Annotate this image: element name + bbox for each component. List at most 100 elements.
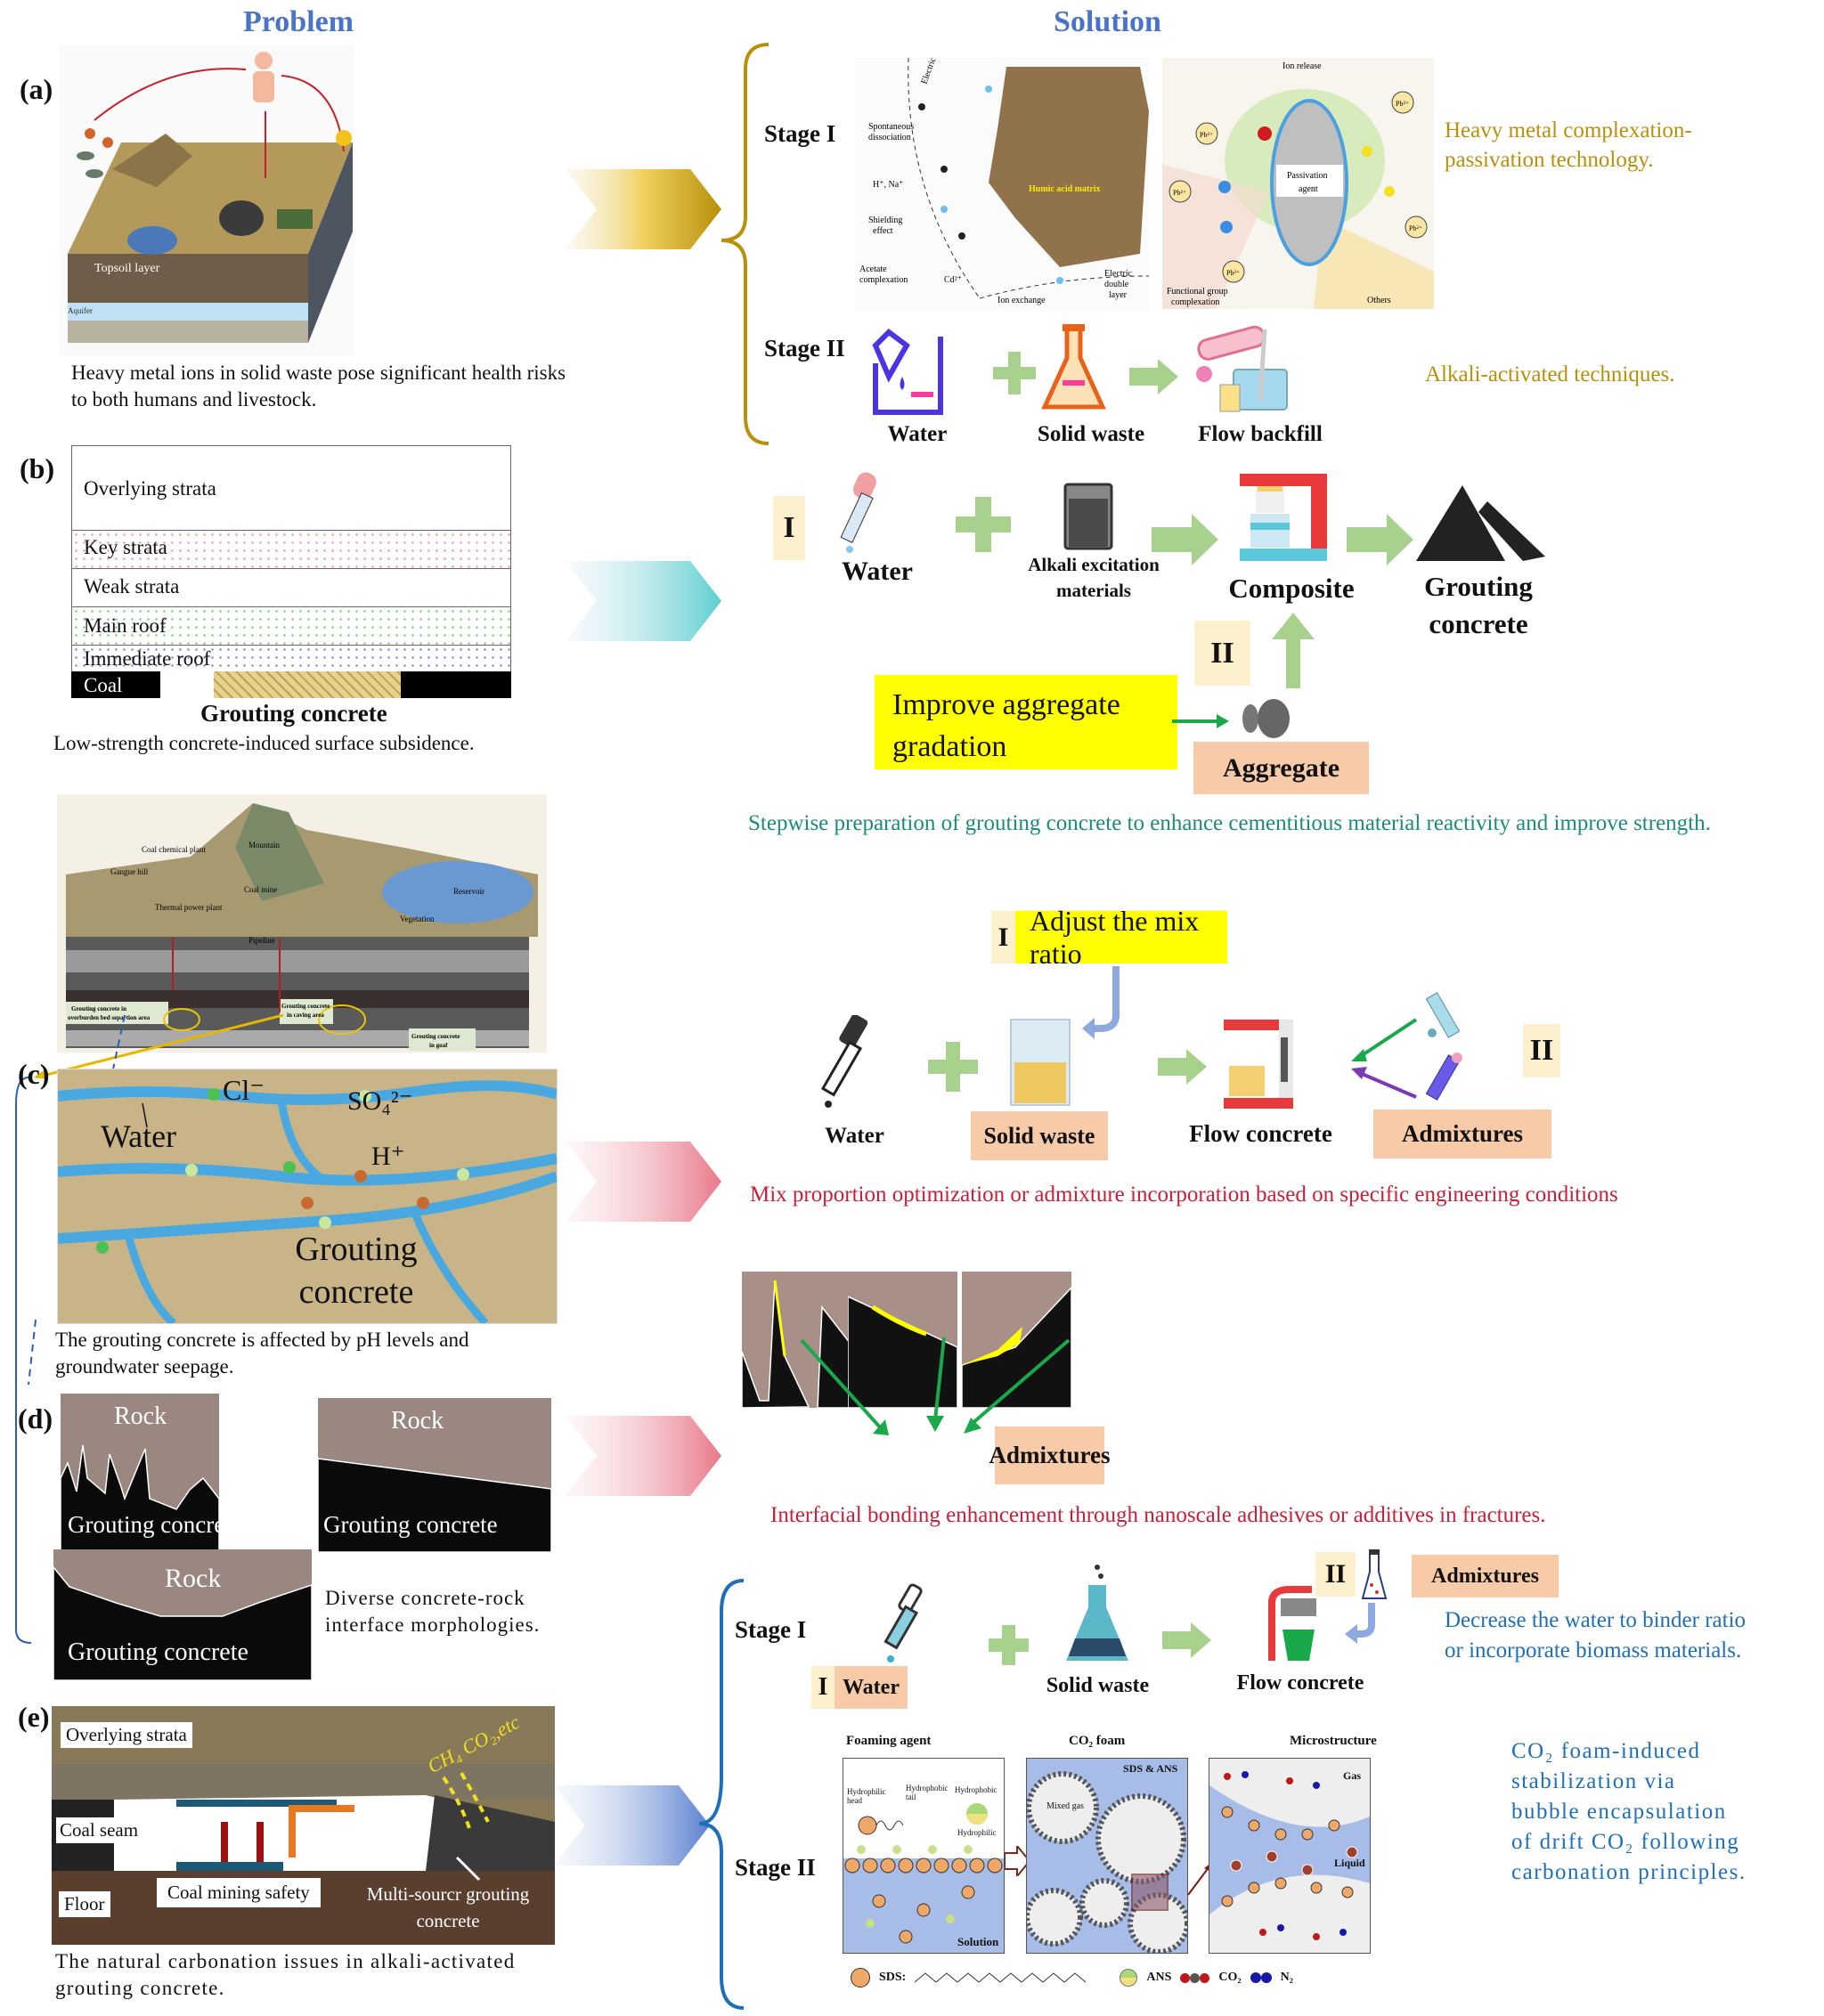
label-solution: Solution bbox=[957, 1935, 999, 1948]
panel-a-arrow bbox=[566, 169, 721, 249]
blue-bent-arrow bbox=[1345, 1603, 1385, 1647]
panel-b-roman-1: I bbox=[773, 496, 805, 560]
aggregate-box: Aggregate bbox=[1193, 742, 1369, 794]
svg-text:Grouting concrete: Grouting concrete bbox=[411, 1033, 460, 1040]
mining-safety-illustration: Overlying strata Coal seam Floor Coal mi… bbox=[52, 1706, 555, 1945]
panel-e-label: (e) bbox=[18, 1701, 50, 1733]
panel-c-flow-concrete-label: Flow concrete bbox=[1189, 1120, 1332, 1147]
legend-sds: SDS: bbox=[879, 1971, 907, 1984]
mining-scene-illustration: Mountain Coal chemical plant Gangue hill… bbox=[57, 794, 547, 1053]
n2-molecule-icon bbox=[1250, 1972, 1272, 1983]
panel-e-water-box: Water bbox=[835, 1666, 908, 1709]
stage2-label-solid-waste: Solid waste bbox=[1037, 422, 1145, 446]
svg-text:Coal mine: Coal mine bbox=[244, 885, 277, 894]
panel-a-label: (a) bbox=[20, 73, 53, 105]
beaker-icon bbox=[1062, 481, 1115, 552]
svg-text:Acetate: Acetate bbox=[859, 264, 887, 274]
concrete-pile-icon bbox=[1416, 485, 1550, 561]
svg-text:Pb²⁺: Pb²⁺ bbox=[1173, 189, 1186, 197]
panel-d-admixtures-box: Admixtures bbox=[989, 1427, 1111, 1484]
fracture-image-jagged bbox=[742, 1272, 853, 1408]
label-hydrophobic-tail: Hydrophobic tail bbox=[906, 1784, 949, 1801]
seepage-concrete-label: Grouting concrete bbox=[295, 1231, 418, 1311]
problem-header: Problem bbox=[243, 5, 354, 38]
green-arrow bbox=[1172, 712, 1229, 730]
label-hydrophobic: Hydrophobic bbox=[955, 1785, 998, 1794]
connector-lines bbox=[9, 1006, 303, 1647]
adjust-mix-ratio-box: Adjust the mix ratio bbox=[1015, 905, 1227, 970]
co2-molecule-icon bbox=[1180, 1972, 1210, 1983]
panel-e-admixtures-box: Admixtures bbox=[1412, 1555, 1559, 1597]
strata-overlying: Overlying strata bbox=[84, 477, 216, 500]
flask-icon bbox=[1040, 322, 1107, 416]
solution-header: Solution bbox=[1054, 5, 1161, 38]
panel-b-arrow bbox=[566, 561, 721, 641]
beaker-icon bbox=[1009, 1018, 1071, 1107]
panel-d-label: (d) bbox=[18, 1402, 53, 1435]
rock-label: Rock bbox=[391, 1407, 444, 1435]
plus-icon bbox=[989, 1625, 1029, 1665]
admixture-flask-icon bbox=[1361, 1549, 1388, 1603]
water-beaker-icon bbox=[871, 328, 947, 417]
label-liquid: Liquid bbox=[1334, 1857, 1365, 1869]
panel-a-caption: Heavy metal ions in solid waste pose sig… bbox=[71, 362, 566, 411]
arrow-right-icon bbox=[1162, 1622, 1211, 1658]
panel-e-brace bbox=[695, 1576, 748, 2012]
label-multi-source: Multi-sourcr grouting concrete bbox=[366, 1883, 530, 1931]
svg-text:double: double bbox=[1104, 280, 1129, 289]
svg-text:Others: Others bbox=[1367, 296, 1391, 305]
svg-text:Mountain: Mountain bbox=[248, 841, 280, 849]
panel-e-stage2-desc: CO₂ foam-induced stabilization via bubbl… bbox=[1511, 1739, 1747, 1884]
panel-e-caption: The natural carbonation issues in alkali… bbox=[55, 1950, 516, 1999]
panel-a-stage1-label: Stage I bbox=[764, 120, 836, 147]
label-hydrophilic: Hydrophilic bbox=[957, 1828, 997, 1837]
svg-text:Vegetation: Vegetation bbox=[400, 915, 435, 923]
co2-foam-panel: Mixed gas SDS & ANS bbox=[1026, 1758, 1188, 1954]
legend-n2: N₂ bbox=[1280, 1971, 1293, 1984]
legend-ans: ANS bbox=[1146, 1971, 1172, 1984]
label-coal-mining-safety: Coal mining safety bbox=[157, 1878, 321, 1907]
svg-text:Aquifer: Aquifer bbox=[68, 306, 93, 315]
panel-b-alkali-label: Alkali excitation materials bbox=[1028, 554, 1160, 601]
sds-head-icon bbox=[851, 1968, 870, 1988]
dropper-icon bbox=[819, 1015, 873, 1113]
foam-legend: SDS: ANS CO₂ N₂ bbox=[851, 1968, 1293, 1988]
label-overlying-strata: Overlying strata bbox=[61, 1722, 192, 1748]
panel-c-arrow bbox=[566, 1142, 721, 1222]
panel-e-stage1-desc: Decrease the water to binder ratio or in… bbox=[1445, 1608, 1747, 1662]
fracture-image-sloped bbox=[848, 1272, 957, 1408]
panel-c-desc: Mix proportion optimization or admixture… bbox=[750, 1183, 1618, 1207]
svg-text:Reservoir: Reservoir bbox=[453, 887, 484, 896]
panel-c-roman-2: II bbox=[1523, 1024, 1560, 1077]
strata-weak: Weak strata bbox=[84, 575, 180, 597]
panel-e-stage2-label: Stage II bbox=[735, 1854, 816, 1881]
ion-cl: Cl⁻ bbox=[223, 1074, 265, 1106]
panel-a-brace bbox=[717, 43, 770, 445]
improve-gradation-box: Improve aggregate gradation bbox=[875, 675, 1177, 769]
arrow-right-icon bbox=[1347, 514, 1413, 565]
blue-bent-arrow bbox=[1082, 966, 1127, 1042]
label-sds-ans: SDS & ANS bbox=[1123, 1762, 1178, 1775]
panel-a-stage1-desc: Heavy metal complexation-passivation tec… bbox=[1445, 118, 1692, 172]
label-hydrophilic-head: Hydrophilic head bbox=[847, 1787, 886, 1805]
svg-text:Functional group: Functional group bbox=[1167, 287, 1228, 297]
concrete-label: Grouting concrete bbox=[68, 1511, 242, 1538]
panel-e-roman-1: I bbox=[811, 1666, 835, 1709]
svg-text:Electric double layer: Electric double layer bbox=[919, 58, 954, 85]
foam-title-co2: CO₂ foam bbox=[1069, 1734, 1126, 1748]
flow-backfill-icon bbox=[1193, 321, 1300, 419]
mixer-icon bbox=[1240, 474, 1329, 563]
svg-text:Cd²⁺: Cd²⁺ bbox=[944, 275, 962, 285]
panel-d-desc: Interfacial bonding enhancement through … bbox=[770, 1503, 1546, 1527]
microstructure-panel: Gas Liquid bbox=[1209, 1758, 1371, 1954]
ans-icon bbox=[1120, 1969, 1138, 1987]
panel-b-label: (b) bbox=[20, 452, 55, 484]
svg-text:Pipeline: Pipeline bbox=[248, 936, 275, 945]
stand-mixer-icon bbox=[1263, 1585, 1321, 1665]
foaming-agent-panel: Hydrophilic head Hydrophobic tail Hydrop… bbox=[843, 1758, 1005, 1954]
panel-b-grouting-label: Grouting concrete bbox=[1424, 571, 1533, 639]
label-coal-seam: Coal seam bbox=[56, 1817, 142, 1843]
ion-so4: SO₄²⁻ bbox=[347, 1086, 413, 1116]
hollow-arrow-icon bbox=[1005, 1846, 1030, 1876]
